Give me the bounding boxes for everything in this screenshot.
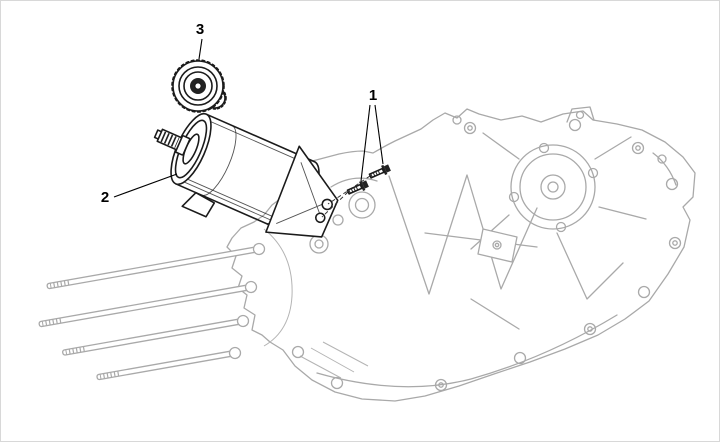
callout-3-label: 3	[196, 21, 204, 38]
crank-ring-center	[547, 181, 559, 193]
mounting-bolts	[321, 164, 391, 218]
cover-plate-hole	[492, 240, 502, 250]
starter-mount-side-hole	[332, 214, 344, 226]
bolt-head	[383, 164, 391, 173]
bolt-hole-centers	[438, 125, 678, 388]
bolt-insertion-line-lower	[321, 191, 349, 218]
callouts: 3 2 1	[101, 21, 384, 206]
right-shoulder-hole	[657, 154, 667, 164]
bolt-flange	[359, 180, 366, 191]
starter-mount-hole	[348, 191, 376, 219]
crankcase-outline	[226, 108, 696, 402]
crank-ring-hub	[540, 174, 566, 200]
top-bracket-hole	[575, 110, 585, 120]
bracket-ear-hole-upper	[321, 198, 334, 211]
motor-mount-tab	[181, 191, 216, 218]
starter-mount-hole-inner	[354, 197, 370, 213]
bolt-hole-bosses	[291, 118, 682, 392]
bracket-ear-hole-lower	[314, 212, 326, 224]
bolt-lower	[346, 180, 369, 195]
stud-boss	[228, 346, 242, 360]
stud-2	[38, 280, 258, 328]
bolt-upper	[368, 164, 391, 179]
crankcase-ribs	[388, 132, 647, 330]
crank-ring-bolt-holes	[508, 142, 599, 233]
crankcase-inner-bottom-edge	[316, 314, 618, 388]
motor-body-shading	[181, 119, 311, 227]
callout-2-leader	[113, 173, 178, 198]
motor-mount-bracket	[265, 145, 339, 238]
motor-shaft-splines	[160, 131, 180, 149]
stud-3	[62, 314, 250, 356]
top-boss-hole	[452, 115, 462, 125]
crank-ring-outer	[510, 144, 596, 230]
cover-plate	[477, 228, 518, 263]
stud-body	[96, 350, 236, 381]
drive-pulley-groove-inner	[183, 71, 213, 101]
mounting-studs	[38, 242, 266, 381]
starter-motor	[153, 112, 339, 238]
case-boss-inner	[314, 239, 324, 249]
stud-1	[46, 242, 266, 290]
drive-pulley-groove-outer	[178, 66, 218, 106]
callout-1-leader-upper	[374, 104, 384, 165]
cover-plate-hole-center	[494, 242, 500, 248]
callout-3-leader	[198, 38, 203, 60]
right-shoulder-edge	[652, 152, 677, 186]
callout-1-label: 1	[369, 87, 377, 104]
bolt-insertion-line-upper	[327, 175, 371, 205]
motor-end-cap	[170, 112, 212, 186]
stud-boss	[244, 280, 258, 294]
bolt-head	[361, 180, 369, 189]
stud-boss	[252, 242, 266, 256]
crank-ring-mid	[519, 153, 587, 221]
stud-body	[62, 318, 244, 356]
stud-4	[96, 346, 242, 381]
bracket-gusset-lines	[276, 162, 330, 224]
drive-pulley-teeth	[171, 59, 225, 113]
starter-mount-boss-edge	[330, 177, 378, 188]
engine-crankcase	[226, 106, 696, 402]
stud-body	[38, 284, 252, 328]
case-boss	[309, 234, 329, 254]
stud-boss	[236, 314, 250, 328]
stud-body	[46, 246, 260, 290]
starter-drive-gear	[171, 59, 227, 113]
gear-center-hole	[194, 82, 202, 90]
callout-2-label: 2	[101, 189, 109, 206]
bolt-flange	[381, 164, 388, 175]
motor-shaft-collar	[174, 135, 191, 156]
callout-1-leader-lower	[360, 104, 371, 182]
crankcase-fins	[299, 341, 369, 379]
top-bracket	[566, 106, 595, 123]
